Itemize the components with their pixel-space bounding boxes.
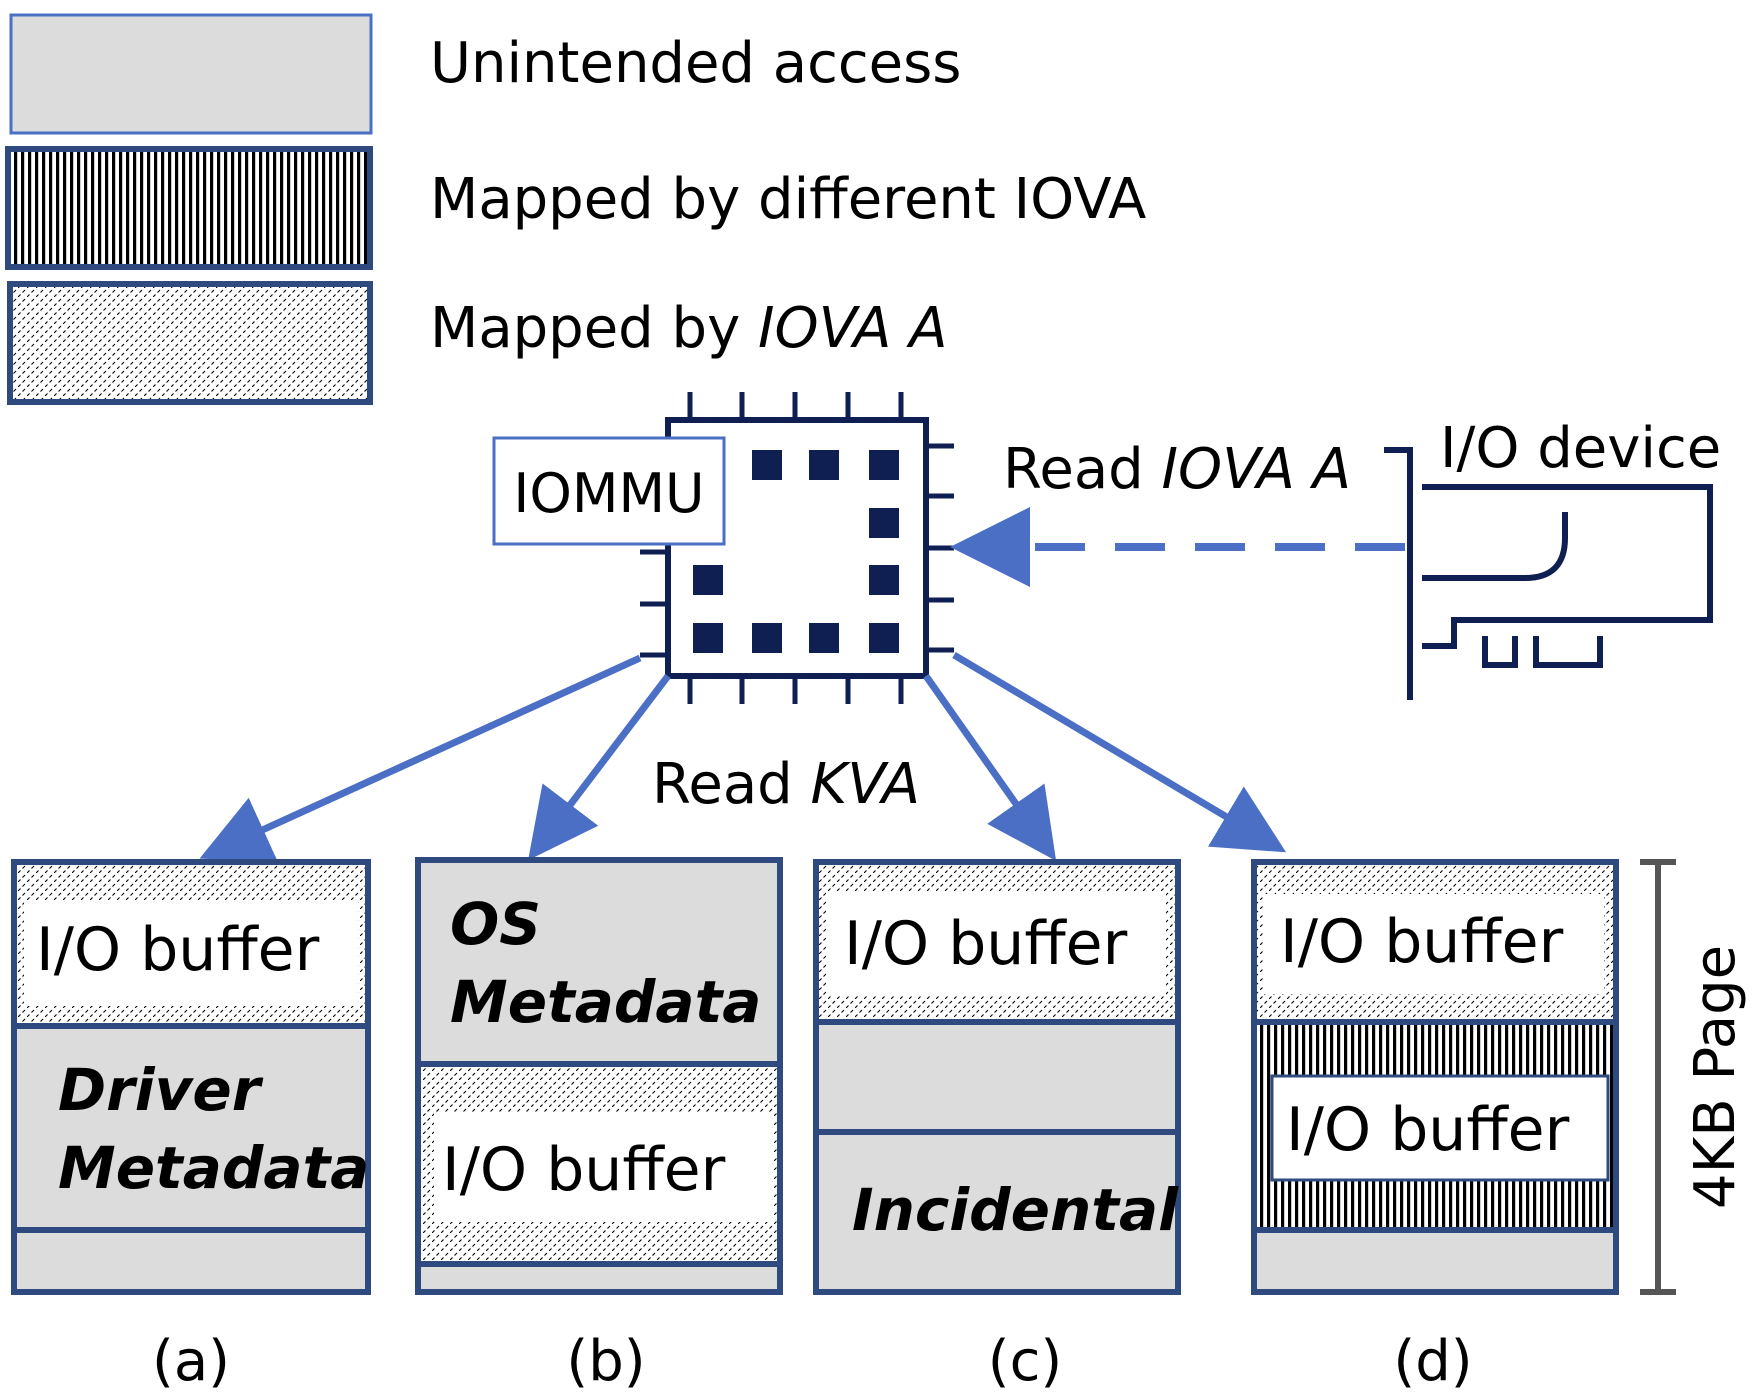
legend-label-iova-a: Mapped by IOVA A	[430, 296, 948, 361]
io-device-bracket	[1384, 447, 1413, 700]
panel-a-caption: (a)	[152, 1329, 230, 1394]
io-device	[1384, 447, 1713, 700]
panel-d: I/O buffer I/O buffer	[1251, 859, 1619, 1295]
legend: Unintended access Mapped by different IO…	[5, 13, 1146, 405]
iommu-label: IOMMU	[513, 462, 704, 525]
panel-c-buffer-label: I/O buffer	[844, 909, 1128, 979]
page-size-label: 4KB Page	[1683, 945, 1748, 1209]
io-device-card	[1422, 484, 1713, 649]
panel-c: I/O buffer Incidental	[813, 859, 1181, 1295]
panel-d-buffer-label-2: I/O buffer	[1286, 1095, 1570, 1165]
kva-arrow-d	[952, 651, 1287, 853]
io-device-notch	[1422, 512, 1568, 581]
panel-a-metadata-line-2: Metadata	[58, 1134, 369, 1202]
panel-a-buffer	[24, 900, 358, 1006]
read-iova-label: Read IOVA A	[1003, 437, 1351, 502]
legend-label-different-iova: Mapped by different IOVA	[430, 167, 1146, 232]
iommu-chip: IOMMU	[492, 392, 954, 704]
kva-arrows	[199, 651, 1287, 862]
panel-b-caption: (b)	[566, 1329, 645, 1394]
panel-d-buffer-2	[1270, 1074, 1610, 1182]
kva-arrow-c	[923, 673, 1057, 861]
chip-pins	[640, 392, 954, 704]
panel-a: I/O buffer Driver Metadata	[11, 859, 371, 1295]
io-device-pin-1	[1482, 636, 1518, 668]
legend-label-unintended: Unintended access	[430, 31, 961, 96]
panel-b-metadata-line-1: OS	[450, 890, 541, 958]
panel-d-caption: (d)	[1393, 1329, 1472, 1394]
io-device-pin-2	[1533, 636, 1603, 668]
panel-b: OS Metadata I/O buffer	[415, 857, 783, 1295]
panel-d-buffer-label: I/O buffer	[1280, 907, 1564, 977]
panel-b-buffer	[434, 1112, 772, 1222]
panel-a-buffer-label: I/O buffer	[36, 915, 320, 985]
page-size-bracket	[1640, 859, 1676, 1295]
read-kva-label: Read KVA	[652, 752, 920, 817]
kva-arrow-a	[199, 654, 642, 862]
legend-swatch-different-iova	[5, 146, 373, 270]
io-device-label: I/O device	[1440, 416, 1721, 481]
legend-swatch-iova-a	[7, 281, 373, 405]
panel-b-metadata-line-2: Metadata	[450, 968, 761, 1036]
panel-c-buffer	[826, 892, 1166, 996]
panel-c-metadata-line-1: Incidental	[852, 1176, 1179, 1244]
chip-cells	[693, 450, 899, 653]
panel-b-buffer-label: I/O buffer	[442, 1135, 726, 1205]
kva-arrow-b	[528, 673, 671, 861]
legend-swatch-unintended	[9, 13, 373, 135]
panel-c-caption: (c)	[988, 1329, 1062, 1394]
panel-d-buffer	[1264, 894, 1604, 994]
iommu-label-box	[492, 436, 726, 546]
panel-a-metadata-line-1: Driver	[58, 1056, 264, 1124]
